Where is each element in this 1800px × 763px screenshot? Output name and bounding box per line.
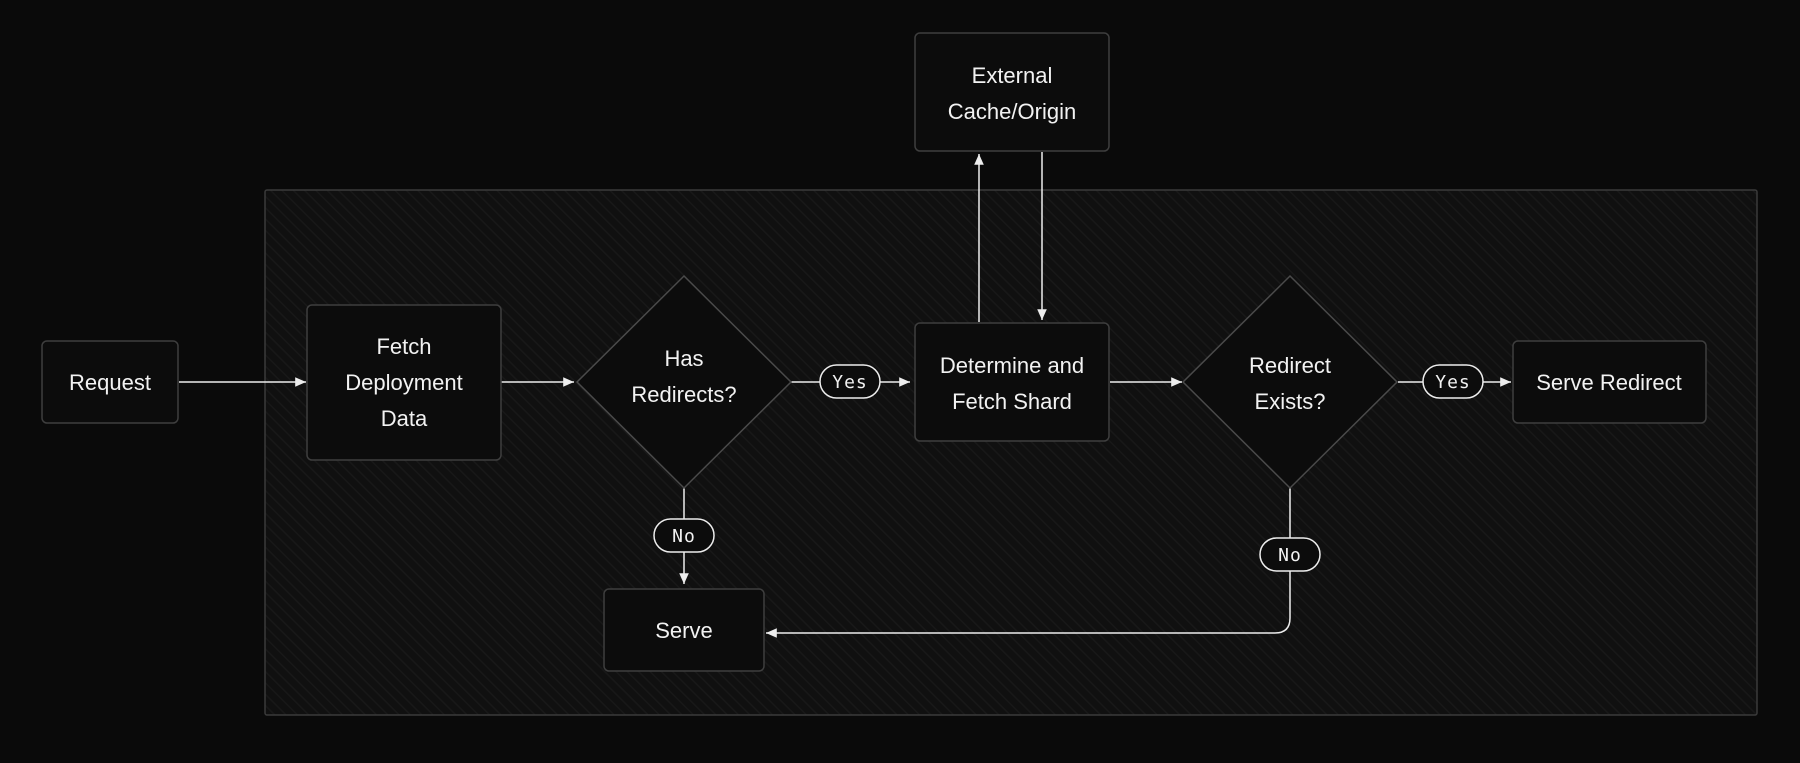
- label-redirect-exists-no: No: [1259, 537, 1321, 572]
- node-fetch-deployment-data: Fetch Deployment Data: [306, 304, 502, 461]
- node-fetch-line-3: Data: [381, 406, 428, 431]
- node-has-redirects-decision: Has Redirects?: [575, 274, 793, 490]
- node-determine-line-1: Determine and: [940, 353, 1084, 378]
- edge-redirect-exists-to-serve: [766, 488, 1291, 638]
- node-redirect-exists-line-1: Redirect: [1249, 353, 1331, 378]
- label-has-redirects-yes: Yes: [819, 364, 881, 399]
- node-serve-redirect: Serve Redirect: [1512, 340, 1707, 424]
- node-external-line-2: Cache/Origin: [948, 99, 1076, 124]
- node-external-line-1: External: [972, 63, 1053, 88]
- node-external-cache-origin: External Cache/Origin: [914, 32, 1110, 152]
- label-has-redirects-no-text: No: [672, 526, 696, 547]
- node-serve: Serve: [603, 588, 765, 672]
- label-has-redirects-no: No: [653, 518, 715, 553]
- label-has-redirects-yes-text: Yes: [832, 372, 868, 393]
- node-serve-redirect-label: Serve Redirect: [1536, 370, 1682, 395]
- node-has-redirects-line-1: Has: [664, 346, 703, 371]
- node-redirect-exists-decision: Redirect Exists?: [1181, 274, 1399, 490]
- node-request: Request: [41, 340, 179, 424]
- node-fetch-line-1: Fetch: [376, 334, 431, 359]
- node-redirect-exists-line-2: Exists?: [1255, 389, 1326, 414]
- label-redirect-exists-yes-text: Yes: [1435, 372, 1471, 393]
- label-redirect-exists-no-text: No: [1278, 545, 1302, 566]
- node-serve-label: Serve: [655, 618, 712, 643]
- node-request-label: Request: [69, 370, 151, 395]
- node-fetch-line-2: Deployment: [345, 370, 462, 395]
- node-determine-line-2: Fetch Shard: [952, 389, 1072, 414]
- node-has-redirects-line-2: Redirects?: [631, 382, 736, 407]
- node-determine-fetch-shard: Determine and Fetch Shard: [914, 322, 1110, 442]
- label-redirect-exists-yes: Yes: [1422, 364, 1484, 399]
